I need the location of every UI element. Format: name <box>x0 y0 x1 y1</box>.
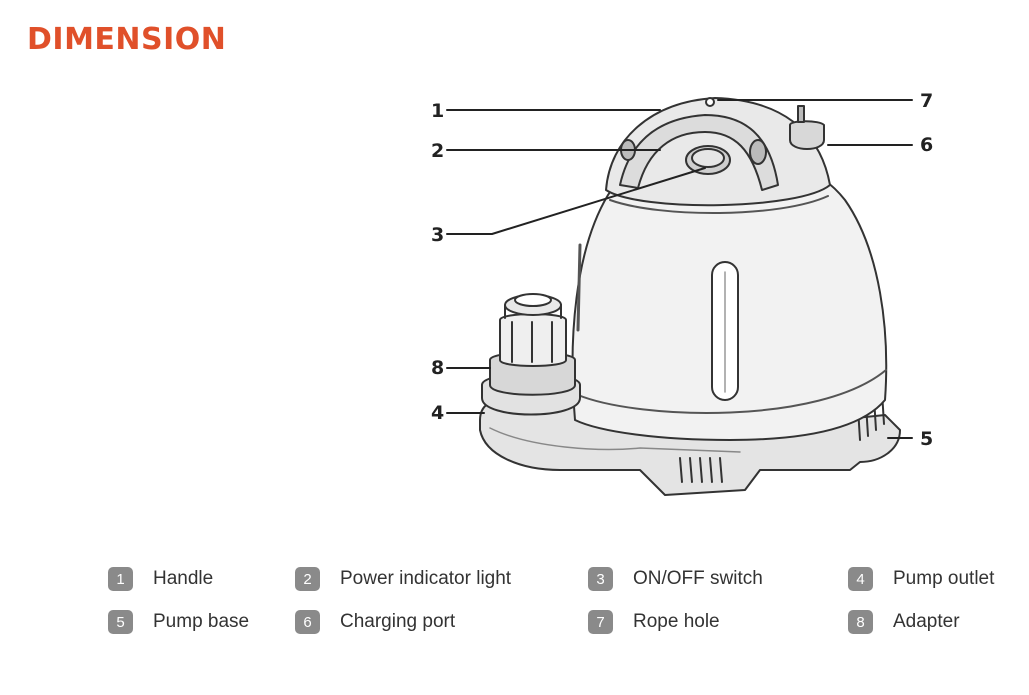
legend-item-power-indicator-light: 2 Power indicator light <box>295 567 511 591</box>
legend-item-pump-outlet: 4 Pump outlet <box>848 567 994 591</box>
legend-label: Power indicator light <box>340 568 512 589</box>
legend-badge: 1 <box>108 567 133 591</box>
handle <box>619 114 779 191</box>
legend-item-rope-hole: 7 Rope hole <box>588 610 720 634</box>
legend-badge: 3 <box>588 567 613 591</box>
legend-badge: 5 <box>108 610 133 634</box>
legend-item-on-off-switch: 3 ON/OFF switch <box>588 567 763 591</box>
callout-6: 6 <box>920 134 934 156</box>
callout-1: 1 <box>431 100 445 122</box>
callout-7: 7 <box>920 90 934 112</box>
legend-item-charging-port: 6 Charging port <box>295 610 455 634</box>
page-title: DIMENSION <box>27 22 227 57</box>
legend: 1 Handle 2 Power indicator light 3 ON/OF… <box>0 560 1029 650</box>
legend-label: ON/OFF switch <box>633 568 763 589</box>
legend-item-handle: 1 Handle <box>108 567 213 591</box>
callout-5: 5 <box>920 428 934 450</box>
callout-2: 2 <box>431 140 445 162</box>
legend-label: Handle <box>153 568 214 589</box>
legend-badge: 4 <box>848 567 873 591</box>
legend-badge: 7 <box>588 610 613 634</box>
legend-item-adapter: 8 Adapter <box>848 610 960 634</box>
leader-lines <box>446 99 913 439</box>
legend-label: Adapter <box>893 611 960 632</box>
pump-outlet-adapter <box>481 293 581 416</box>
legend-label: Charging port <box>340 611 456 632</box>
legend-item-pump-base: 5 Pump base <box>108 610 249 634</box>
callout-3: 3 <box>431 224 445 246</box>
charging-port <box>789 120 825 150</box>
callout-8: 8 <box>431 357 445 379</box>
legend-label: Pump outlet <box>893 568 995 589</box>
indicator-light-right <box>749 139 767 165</box>
rope-hole <box>705 97 715 107</box>
pump-diagram <box>446 97 913 496</box>
legend-label: Rope hole <box>633 611 720 632</box>
callout-4: 4 <box>431 402 445 424</box>
legend-badge: 8 <box>848 610 873 634</box>
legend-badge: 2 <box>295 567 320 591</box>
legend-badge: 6 <box>295 610 320 634</box>
legend-label: Pump base <box>153 611 250 632</box>
